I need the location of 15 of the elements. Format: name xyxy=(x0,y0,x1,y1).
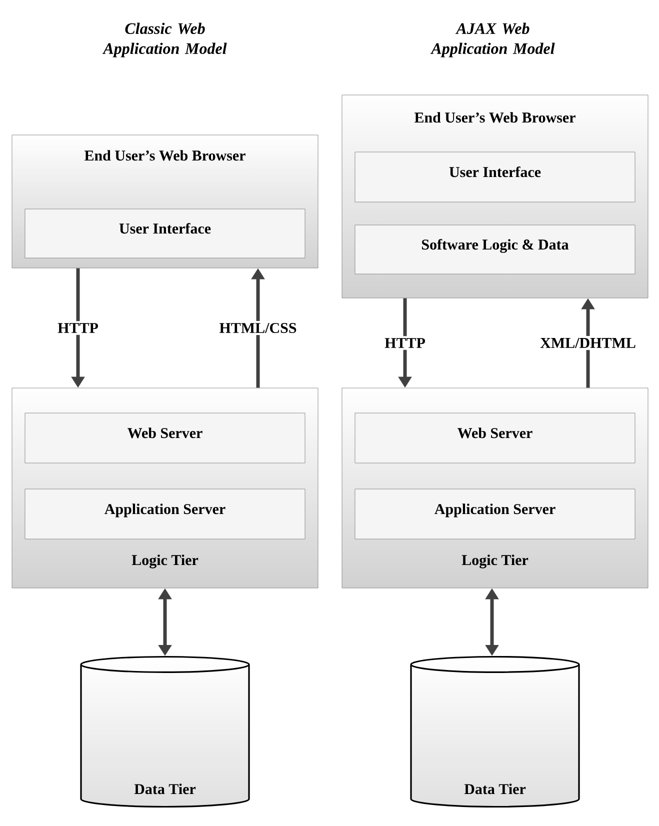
model-heading: Classic Web Application Model xyxy=(102,22,227,58)
database-cylinder: Data Tier xyxy=(80,656,250,808)
edge-label: HTTP xyxy=(382,336,428,350)
component-box: User Interface xyxy=(24,208,306,258)
database-cylinder: Data Tier xyxy=(410,656,580,808)
edge-label: HTML/CSS xyxy=(217,320,299,336)
component-box: User Interface xyxy=(354,152,636,202)
component-box: Web Server xyxy=(354,412,636,464)
edge-label: HTTP xyxy=(56,321,100,335)
model-heading: AJAX Web Application Model xyxy=(430,22,555,58)
component-box: Application Server xyxy=(354,488,636,540)
component-box: Software Logic & Data xyxy=(354,224,636,274)
component-box: Application Server xyxy=(24,488,306,540)
component-box: Web Server xyxy=(24,412,306,464)
edge-label: XML/DHTML xyxy=(538,336,638,350)
